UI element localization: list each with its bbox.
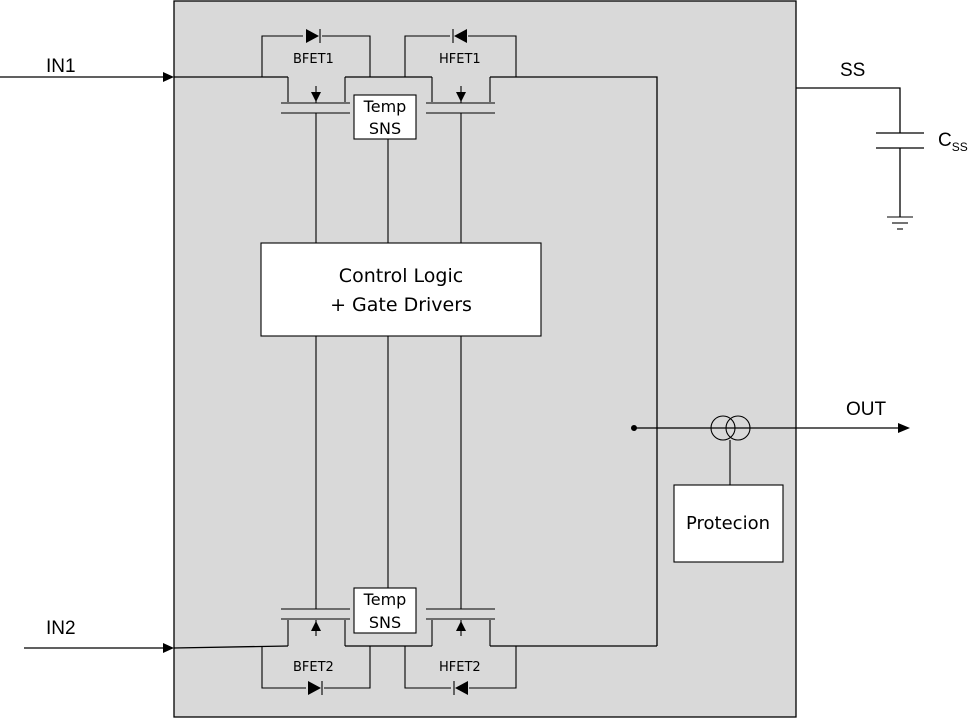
protection-box: Protecion [673, 484, 784, 563]
in1-label: IN1 [46, 56, 76, 77]
in2-label: IN2 [46, 618, 76, 639]
hfet2-transistor [404, 608, 517, 695]
svg-text:Control Logic: Control Logic [339, 265, 463, 287]
hfet1-label: HFET1 [439, 52, 481, 67]
bfet1-label: BFET1 [293, 52, 334, 67]
svg-text:SNS: SNS [369, 613, 401, 632]
ss-label: SS [840, 60, 865, 81]
hfet1-transistor [404, 29, 517, 243]
svg-text:Protecion: Protecion [686, 513, 770, 534]
capacitor-icon [876, 132, 924, 217]
control-logic-box: Control Logic + Gate Drivers [260, 242, 542, 337]
in2-line [24, 643, 174, 653]
ground-icon [887, 216, 913, 230]
svg-text:+ Gate Drivers: + Gate Drivers [330, 294, 472, 316]
hfet2-label: HFET2 [439, 660, 481, 675]
temp-sns-bottom: Temp SNS [353, 587, 417, 634]
css-label: CSS [938, 130, 968, 154]
bfet1-transistor [261, 29, 371, 243]
temp-sns-top: Temp SNS [353, 94, 417, 140]
bfet2-transistor [261, 608, 371, 695]
svg-text:SNS: SNS [369, 119, 401, 138]
current-sense-icon [710, 415, 751, 485]
out-line [631, 423, 910, 433]
svg-text:Temp: Temp [363, 97, 407, 116]
out-label: OUT [846, 399, 887, 420]
in1-line [0, 72, 174, 82]
svg-text:Temp: Temp [363, 590, 407, 609]
chip-body [173, 0, 797, 718]
bfet2-label: BFET2 [293, 660, 334, 675]
